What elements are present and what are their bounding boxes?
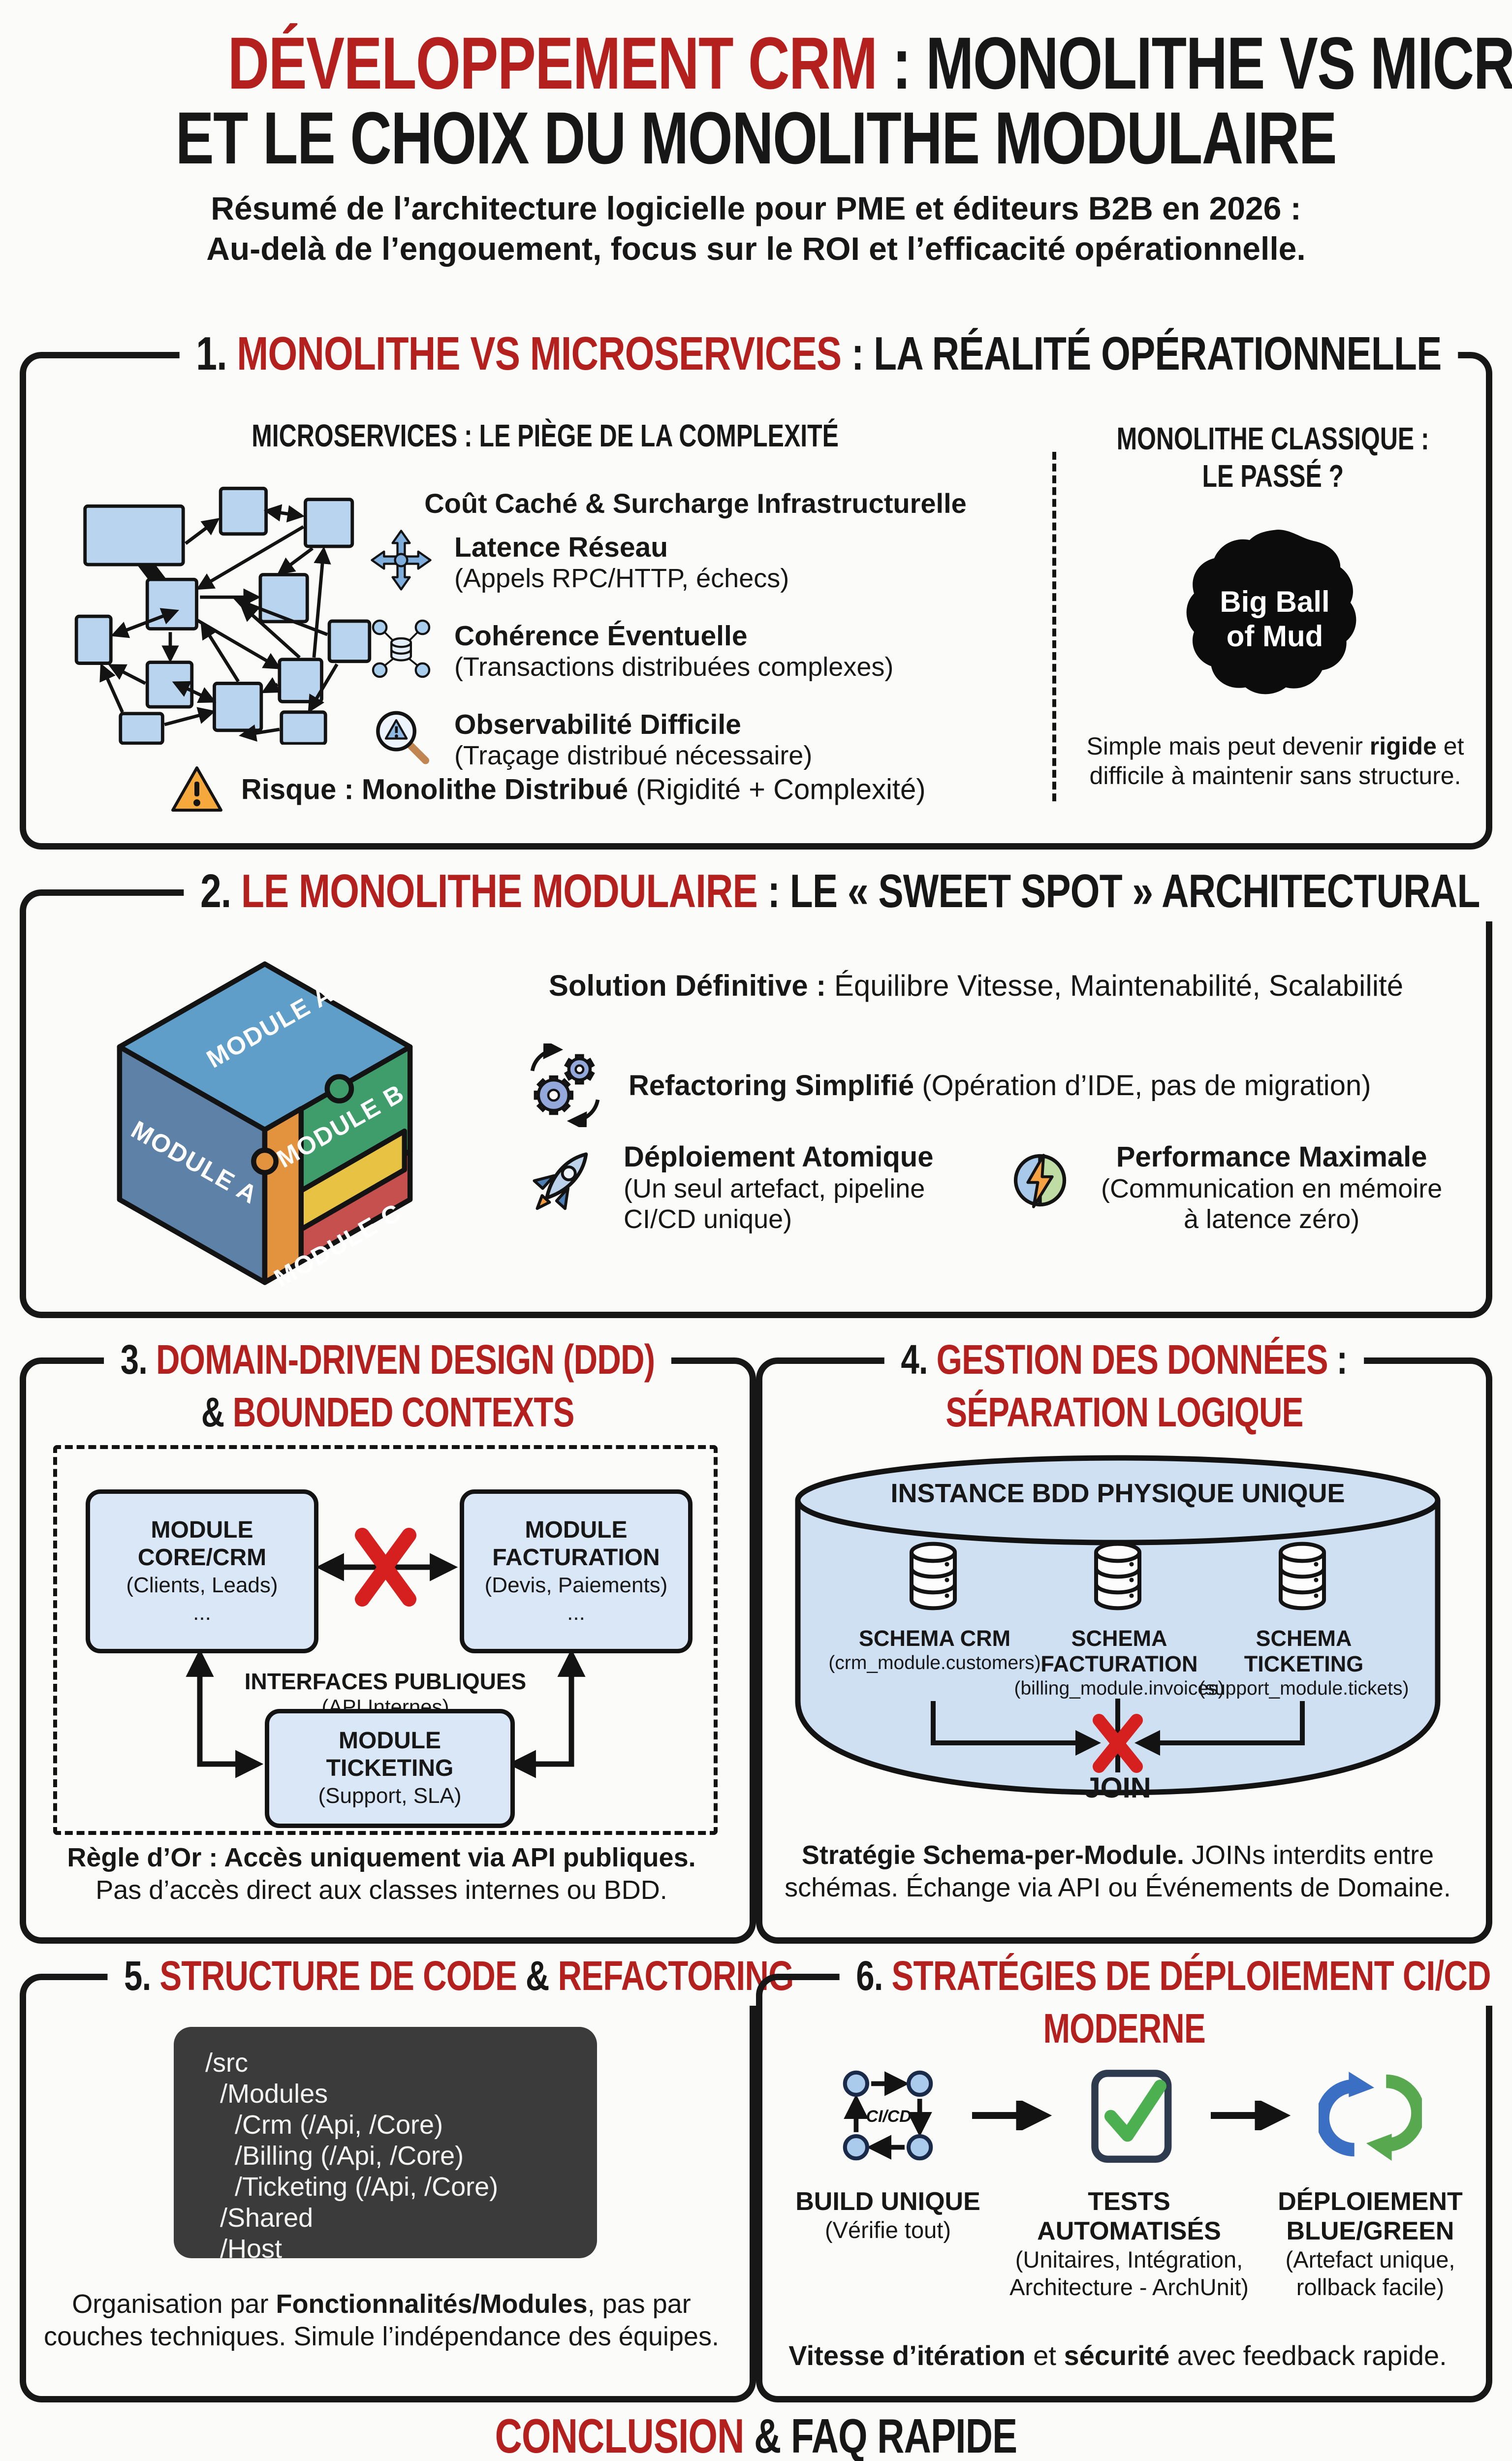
feature-performance: Performance Maximale (Communication en m… [1001,1141,1442,1234]
classic-monolith-heading: MONOLITHE CLASSIQUE : LE PASSÉ ? [1116,421,1429,494]
warning-icon [171,766,223,812]
section-5-title: 5. STRUCTURE DE CODE & REFACTORING [20,1946,811,2006]
flow-arrow-1 [972,2101,1052,2130]
step-tests-label: TESTS AUTOMATISÉS (Unitaires, Intégratio… [1009,2187,1249,2300]
modular-monolith-cube: MODULE A MODULE A MODULE B MODULE C [117,961,413,1293]
module-ticketing: MODULE TICKETING (Support, SLA) [265,1709,515,1828]
code-line: /Ticketing (/Api, /Core) [205,2172,499,2202]
code-line: /Modules [205,2079,328,2109]
item-desc: (Traçage distribué nécessaire) [454,741,813,770]
module-facturation: MODULE FACTURATION (Devis, Paiements) ..… [460,1489,693,1653]
code-line: /Shared [205,2203,314,2233]
join-label: JOIN [1084,1772,1151,1804]
code-line: /Crm (/Api, /Core) [205,2110,443,2140]
feature-atomic-deploy: Déploiement Atomique (Un seul artefact, … [523,1141,933,1234]
section-6-box: 6. STRATÉGIES DE DÉPLOIEMENT CI/CD MODER… [756,1946,1508,2402]
code-line: /src [205,2048,248,2078]
rocket-icon [533,1152,588,1210]
page-header: DÉVELOPPEMENT CRM : MONOLITHE VS MICROSE… [0,26,1512,269]
section-6-title-line2: MODERNE [1043,2005,1205,2051]
schema-facturation-db-icon [1094,1542,1141,1610]
section-3-box: 3. DOMAIN-DRIVEN DESIGN (DDD) & BOUNDED … [20,1329,756,1944]
network-latency-icon [371,530,432,591]
code-line: /Host [205,2234,283,2264]
golden-rule-caption: Règle d’Or : Accès uniquement via API pu… [67,1843,696,1905]
schema-facturation-label: SCHEMA FACTURATION (billing_module.invoi… [1014,1626,1225,1699]
feature-refactoring: Refactoring Simplifié (Opération d’IDE, … [523,1043,1371,1127]
section-5-box: 5. STRUCTURE DE CODE & REFACTORING /src … [20,1946,811,2402]
column-divider [1052,452,1056,801]
section-6-title: 6. STRATÉGIES DE DÉPLOIEMENT CI/CD [756,1946,1508,2006]
section-4-title: 4. GESTION DES DONNÉES : [756,1329,1492,1389]
section-2-title: 2. LE MONOLITHE MODULAIRE : LE « SWEET S… [20,861,1497,921]
code-structure-block: /src /Modules /Crm (/Api, /Core) /Billin… [174,2027,597,2264]
list-item-observability: Observabilité Difficile (Traçage distrib… [371,709,812,771]
tests-check-icon [1091,2070,1172,2163]
section-1-box: 1. MONOLITHE VS MICROSERVICES : LA RÉALI… [20,324,1492,850]
item-desc: (Transactions distribuées complexes) [454,652,894,682]
schema-crm-db-icon [910,1542,957,1610]
eventual-consistency-icon [372,619,431,678]
microservices-column-heading: MICROSERVICES : LE PIÈGE DE LA COMPLEXIT… [252,418,839,453]
observability-icon [376,711,430,764]
schema-ticketing-db-icon [1279,1542,1326,1610]
bounded-context-diagram: MODULE CORE/CRM (Clients, Leads) ... MOD… [53,1445,718,1835]
schema-strategy-caption: Stratégie Schema-per-Module. JOINs inter… [785,1840,1451,1902]
classic-monolith-caption: Simple mais peut devenir rigide et diffi… [1086,732,1464,789]
schema-crm-label: SCHEMA CRM (crm_module.customers) [828,1626,1041,1673]
section-4-box: 4. GESTION DES DONNÉES : SÉPARATION LOGI… [756,1329,1492,1944]
section-3-title: 3. DOMAIN-DRIVEN DESIGN (DDD) [20,1329,756,1389]
list-item-consistency: Cohérence Éventuelle (Transactions distr… [371,619,894,682]
item-title: Cohérence Éventuelle [454,620,748,652]
iteration-speed-caption: Vitesse d’itération et sécurité avec fee… [788,2340,1447,2371]
single-db-instance-cylinder [795,1455,1441,1796]
item-title: Latence Réseau [454,532,668,563]
step-build-label: BUILD UNIQUE (Vérifie tout) [795,2187,980,2243]
page-title-line1: DÉVELOPPEMENT CRM : MONOLITHE VS MICROSE… [227,22,1512,104]
page-title-line2: ET LE CHOIX DU MONOLITHE MODULAIRE [175,96,1337,179]
item-desc: (Appels RPC/HTTP, échecs) [454,564,789,593]
instance-label: INSTANCE BDD PHYSIQUE UNIQUE [890,1479,1345,1508]
brain-lightning-icon [1013,1154,1067,1208]
schema-ticketing-label: SCHEMA TICKETING (support_module.tickets… [1198,1626,1409,1699]
blue-green-deploy-icon [1319,2072,1422,2161]
section-1-title: 1. MONOLITHE VS MICROSERVICES : LA RÉALI… [20,324,1492,384]
section-2-box: 2. LE MONOLITHE MODULAIRE : LE « SWEET S… [20,861,1497,1318]
warning-distributed-monolith: Risque : Monolithe Distribué (Rigidité +… [46,765,1050,814]
section-4-title-line2: SÉPARATION LOGIQUE [945,1389,1303,1435]
list-item-latency: Latence Réseau (Appels RPC/HTTP, échecs) [371,530,789,594]
code-organisation-caption: Organisation par Fonctionnalités/Modules… [44,2289,719,2351]
module-core-crm: MODULE CORE/CRM (Clients, Leads) ... [86,1489,318,1653]
item-title: Observabilité Difficile [454,709,741,740]
big-ball-of-mud-blob [1186,530,1356,694]
microservices-network-diagram [74,486,372,745]
section-3-title-line2: & BOUNDED CONTEXTS [201,1389,574,1435]
step-bluegreen-label: DÉPLOIEMENT BLUE/GREEN (Artefact unique,… [1278,2187,1463,2300]
solution-statement: Solution Définitive : Équilibre Vitesse,… [548,969,1404,1002]
cicd-label: CI/CD [866,2107,911,2126]
context-arrows [186,1528,586,1778]
big-ball-of-mud-label: Big Ball of Mud [1220,585,1330,653]
page-subtitle-line1: Résumé de l’architecture logicielle pour… [211,190,1301,226]
code-line: /Billing (/Api, /Core) [205,2141,464,2171]
flow-arrow-2 [1211,2101,1291,2130]
hidden-cost-subheading: Coût Caché & Surcharge Infrastructurelle [424,488,967,519]
gears-refresh-icon [530,1043,600,1127]
page-subtitle-line2: Au-delà de l’engouement, focus sur le RO… [206,230,1306,267]
conclusion-title: CONCLUSION & FAQ RAPIDE [495,2409,1018,2461]
cicd-pipeline-icon: CI/CD [843,2070,933,2161]
